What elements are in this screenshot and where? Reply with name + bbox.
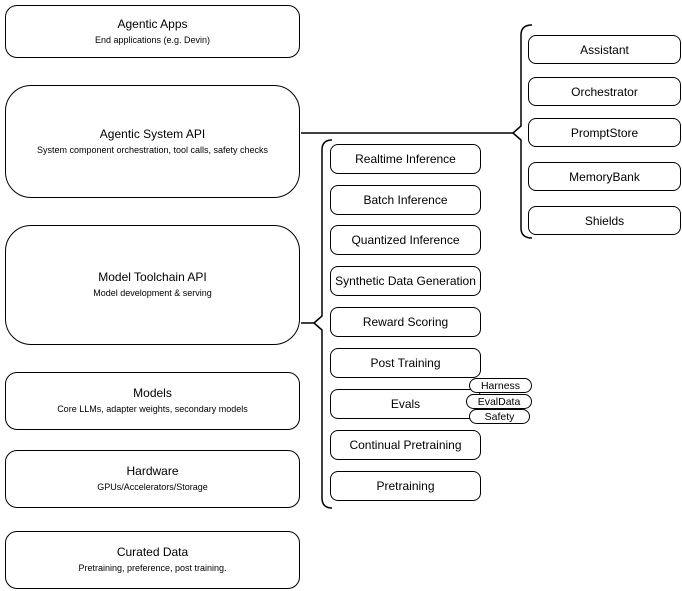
eval-tag-evaldata: EvalData: [466, 394, 532, 409]
layer-title: Hardware: [126, 464, 179, 479]
layer-subtitle: System component orchestration, tool cal…: [36, 144, 269, 155]
toolchain-box-post-training: Post Training: [330, 348, 481, 378]
component-box-promptstore: PromptStore: [528, 118, 681, 147]
component-box-memorybank: MemoryBank: [528, 162, 681, 191]
component-box-orchestrator: Orchestrator: [528, 77, 681, 106]
toolchain-box-synthetic-data-generation: Synthetic Data Generation: [330, 266, 481, 296]
layer-box-agentic-system-api: Agentic System API System component orch…: [5, 85, 300, 198]
layer-subtitle: Model development & serving: [93, 288, 212, 298]
layer-box-agentic-apps: Agentic Apps End applications (e.g. Devi…: [5, 5, 300, 58]
toolchain-box-realtime-inference: Realtime Inference: [330, 144, 481, 174]
layer-title: Model Toolchain API: [98, 270, 207, 285]
toolchain-box-evals: Evals: [330, 389, 481, 419]
toolchain-box-reward-scoring: Reward Scoring: [330, 307, 481, 337]
toolchain-box-continual-pretraining: Continual Pretraining: [330, 430, 481, 460]
component-box-shields: Shields: [528, 206, 681, 235]
component-box-assistant: Assistant: [528, 35, 681, 64]
layer-title: Agentic System API: [99, 126, 206, 141]
layer-title: Models: [133, 386, 172, 401]
layer-box-curated-data: Curated Data Pretraining, preference, po…: [5, 531, 300, 589]
toolchain-box-quantized-inference: Quantized Inference: [330, 225, 481, 255]
layer-title: Curated Data: [116, 545, 189, 560]
layer-subtitle: Core LLMs, adapter weights, secondary mo…: [57, 404, 248, 414]
toolchain-box-batch-inference: Batch Inference: [330, 185, 481, 215]
layer-box-hardware: Hardware GPUs/Accelerators/Storage: [5, 450, 300, 508]
layer-box-model-toolchain-api: Model Toolchain API Model development & …: [5, 225, 300, 345]
layer-subtitle: GPUs/Accelerators/Storage: [97, 482, 208, 492]
layer-subtitle: Pretraining, preference, post training.: [78, 563, 227, 573]
toolchain-box-pretraining: Pretraining: [330, 471, 481, 501]
layer-subtitle: End applications (e.g. Devin): [94, 34, 211, 45]
layer-box-models: Models Core LLMs, adapter weights, secon…: [5, 372, 300, 430]
layer-title: Agentic Apps: [117, 16, 188, 31]
eval-tag-safety: Safety: [469, 409, 530, 424]
eval-tag-harness: Harness: [469, 378, 532, 393]
